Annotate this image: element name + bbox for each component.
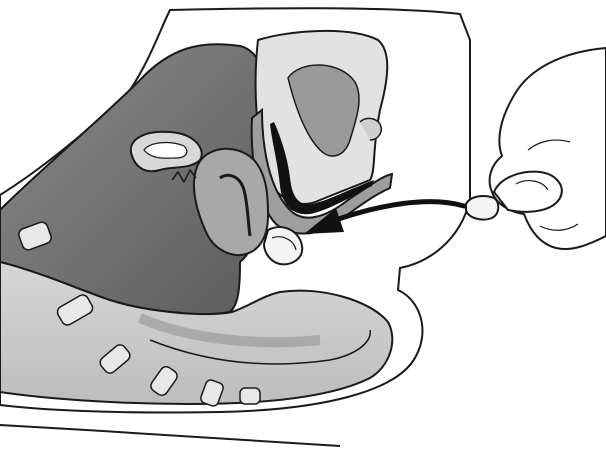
bladder (256, 31, 388, 204)
hand-icon (466, 48, 606, 249)
